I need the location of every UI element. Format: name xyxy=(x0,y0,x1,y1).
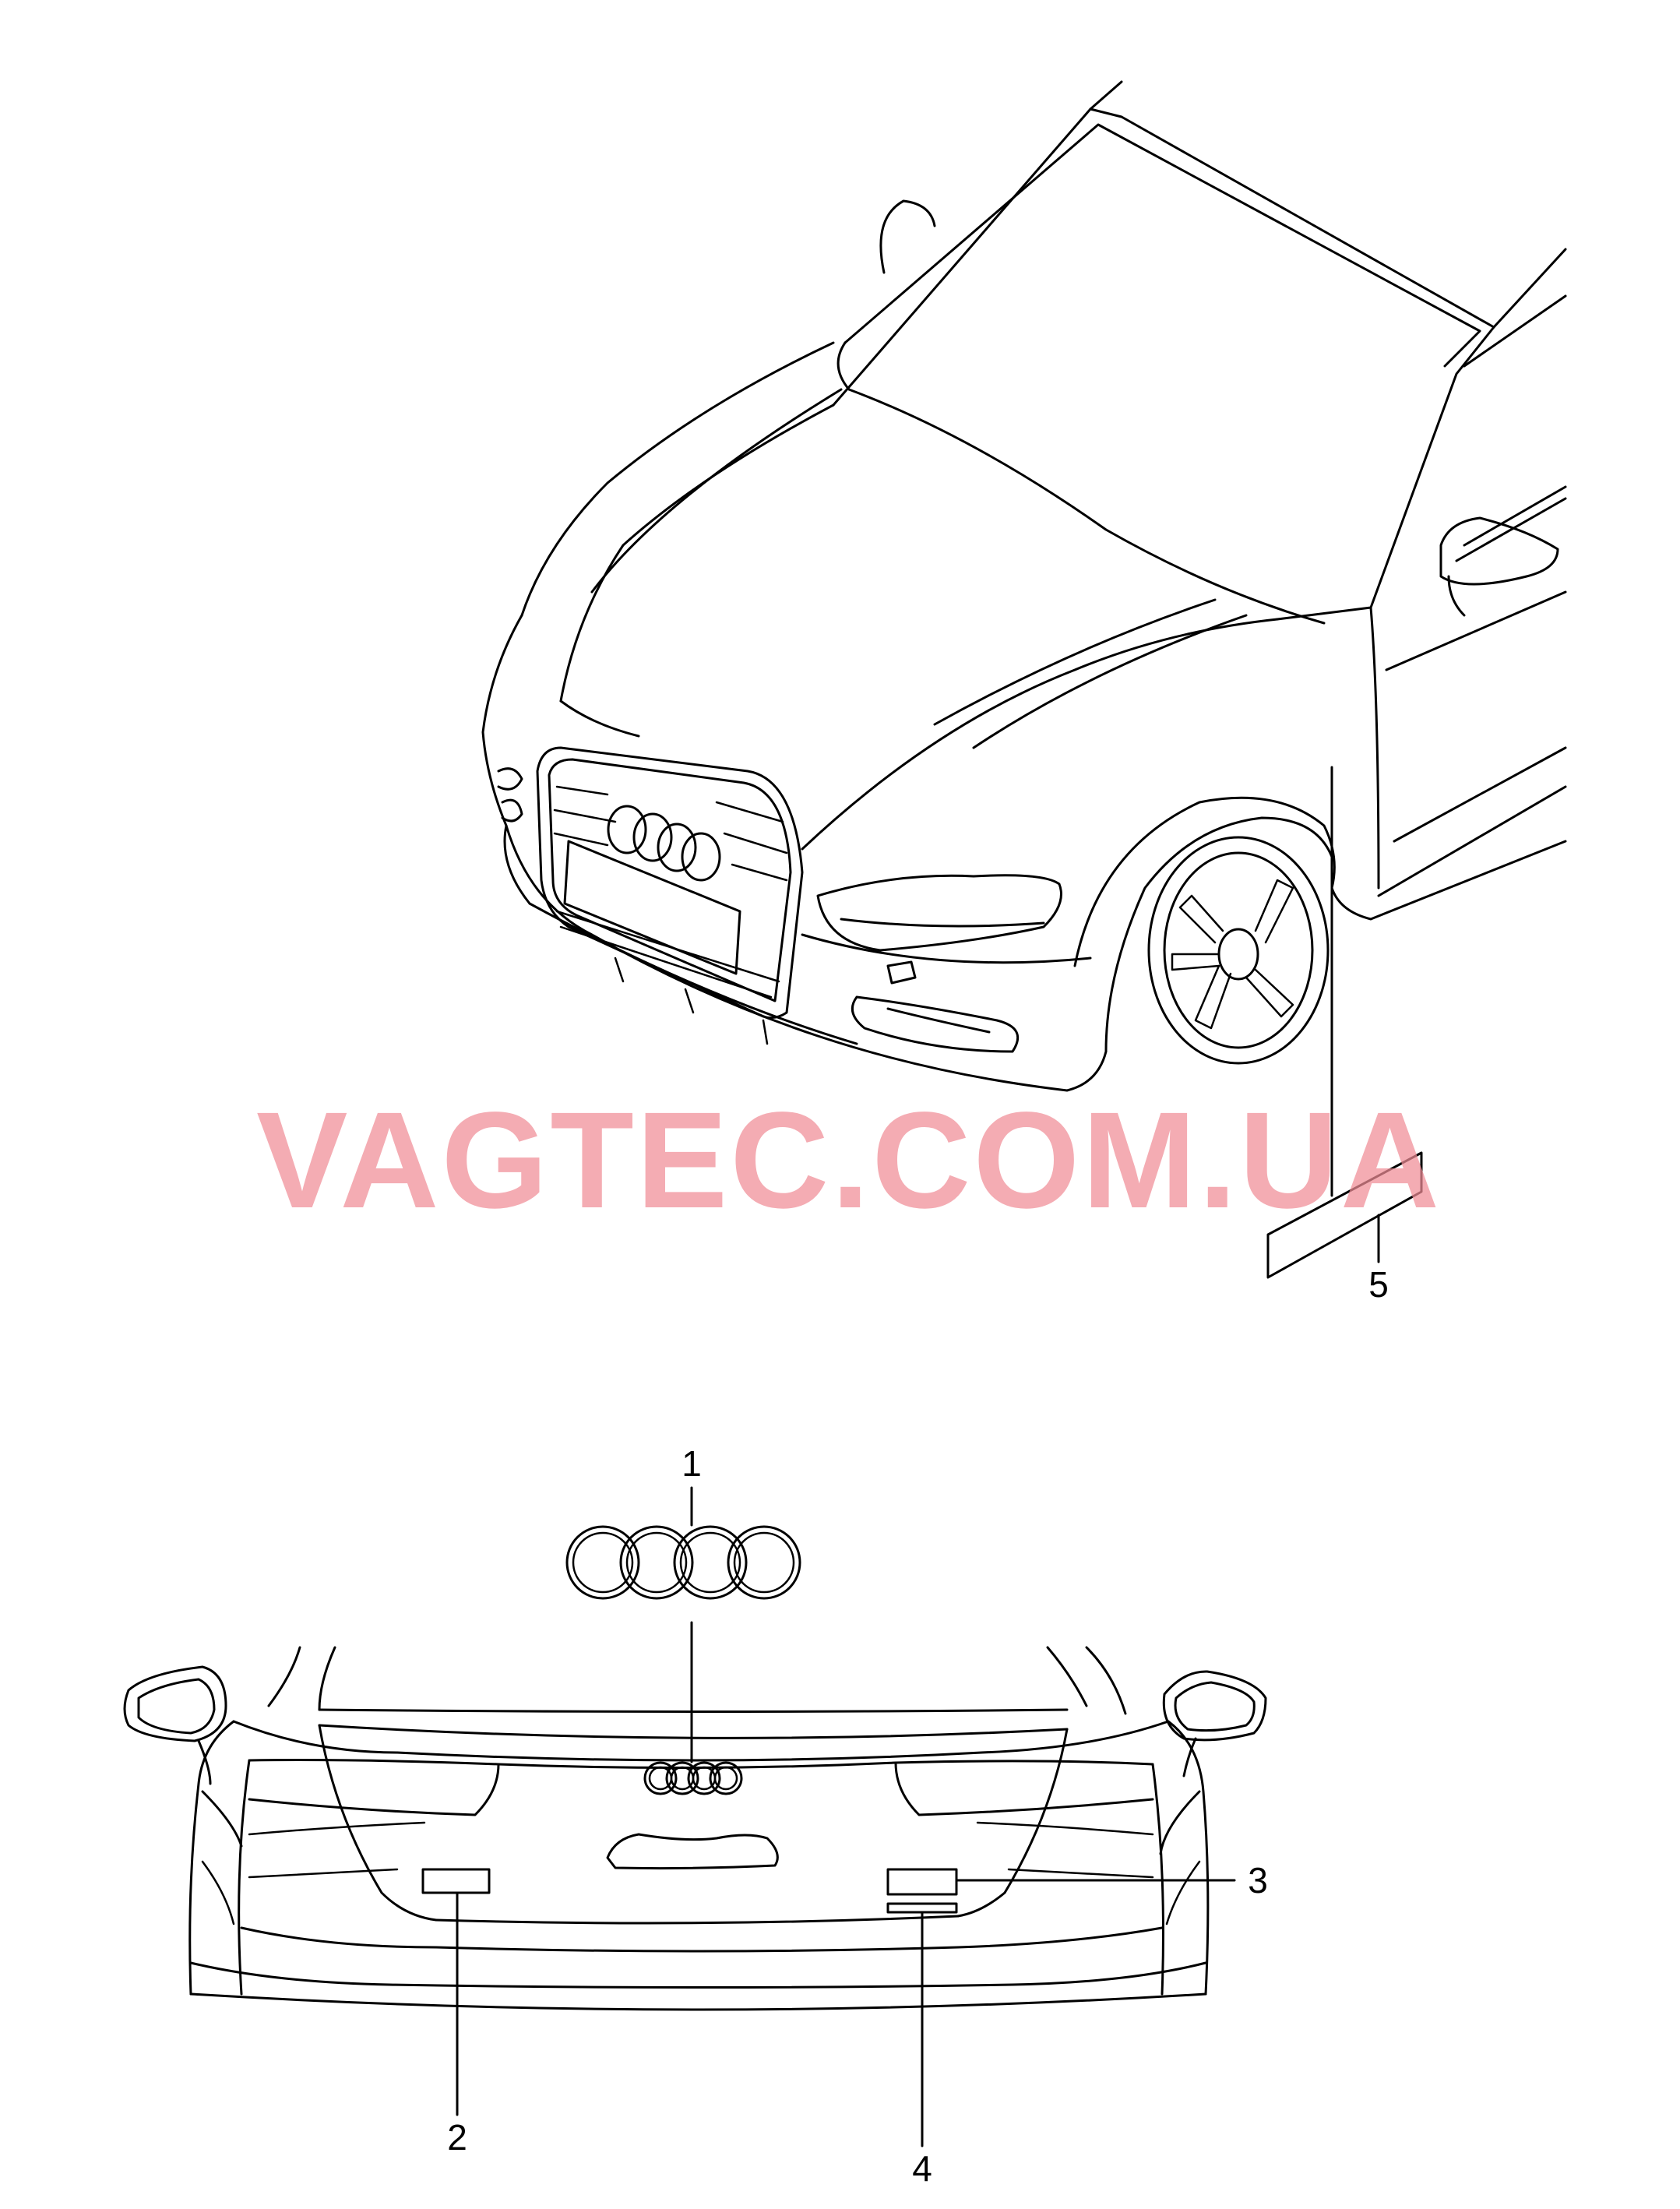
callout-number-5: 5 xyxy=(1368,1264,1389,1305)
callout-number-1: 1 xyxy=(682,1443,702,1484)
rear-audi-rings xyxy=(643,1761,743,1795)
front-wheel xyxy=(1147,836,1330,1065)
part-1-audi-rings-emblem xyxy=(565,1525,801,1600)
grille-audi-rings xyxy=(607,805,721,882)
right-tail-light xyxy=(894,1760,1201,1925)
callout-number-2: 2 xyxy=(447,2117,467,2158)
part-5-sticker xyxy=(1266,1151,1423,1279)
car-front-view-illustration xyxy=(481,80,1567,1197)
car-rear-view-illustration xyxy=(123,1646,1267,2011)
part-2-badge xyxy=(421,1868,491,1894)
callout-number-4: 4 xyxy=(912,2148,932,2189)
part-3-badge xyxy=(886,1868,958,1896)
watermark: VAGTEC.COM.UA xyxy=(256,1084,1442,1237)
part-4-badge xyxy=(886,1902,958,1914)
callout-number-3: 3 xyxy=(1248,1860,1268,1901)
